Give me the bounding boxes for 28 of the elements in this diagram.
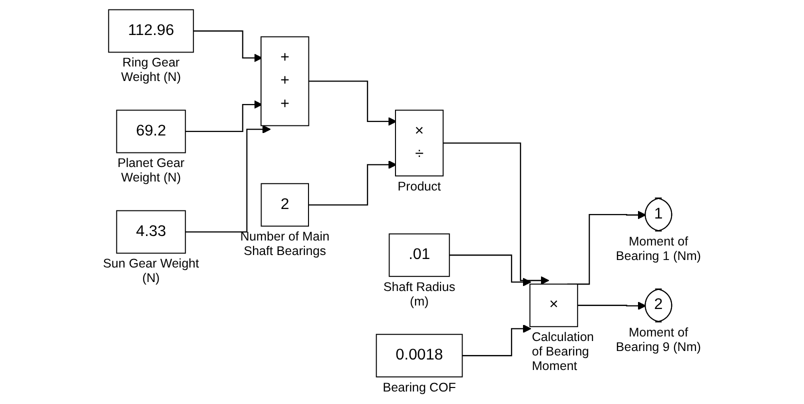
arrow [308, 160, 397, 206]
block-caption: Ring Gear Weight (N) [121, 56, 181, 84]
arrow [578, 302, 646, 310]
block-caption: Shaft Radius (m) [383, 280, 456, 308]
arrow [443, 142, 550, 285]
block-caption: Sun Gear Weight (N) [103, 256, 200, 286]
arrow [185, 125, 271, 233]
arrow [193, 30, 262, 62]
arrow [185, 100, 262, 132]
node-box: 4.33 [116, 210, 186, 254]
node-box: + + + [260, 36, 310, 126]
arrow [449, 254, 532, 286]
arrow [462, 324, 532, 356]
block-caption: Bearing COF [382, 380, 456, 394]
block-caption: Number of Main Shaft Bearings [240, 230, 330, 258]
node-box: × ÷ [395, 110, 444, 176]
arrow [308, 80, 397, 126]
block-caption: Moment of Bearing 9 (Nm) [616, 325, 701, 354]
block-caption: Planet Gear Weight (N) [118, 156, 184, 185]
node-box: × [529, 284, 578, 328]
node-box: 112.96 [108, 9, 194, 53]
block-caption: Moment of Bearing 1 (Nm) [616, 234, 701, 263]
node-box: 0.0018 [376, 334, 463, 378]
node-box: 2 [260, 183, 309, 227]
node-box: 69.2 [116, 110, 186, 154]
block-caption: Calculation of Bearing Moment [532, 330, 594, 374]
node-box: .01 [388, 233, 450, 277]
block-caption: Product [398, 179, 441, 194]
